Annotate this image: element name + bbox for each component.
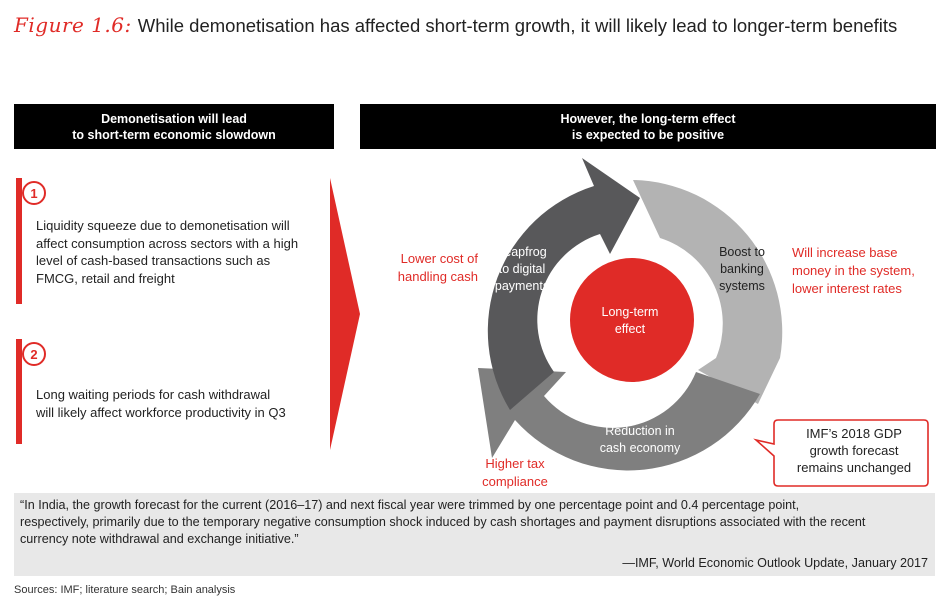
callout-bubble (753, 419, 929, 487)
item-2-number-badge: 2 (22, 342, 46, 366)
outcome-bottom: Higher tax compliance (482, 456, 548, 489)
item-1-number: 1 (30, 185, 38, 201)
segment-left-label: Leapfrog to digital payments (494, 245, 550, 293)
item-1-accent-bar (16, 178, 22, 304)
callout-text: IMF’s 2018 GDP growth forecast remains u… (796, 426, 912, 475)
left-panel-header-text: Demonetisation will lead to short-term e… (72, 111, 276, 142)
callout-shape (753, 419, 929, 487)
chevron-shape (330, 178, 360, 450)
quote-attribution: —IMF, World Economic Outlook Update, Jan… (622, 556, 928, 570)
segment-bottom-label: Reduction in cash economy (599, 424, 681, 455)
transition-chevron (330, 178, 360, 450)
cycle-diagram (478, 158, 783, 471)
left-panel-header: Demonetisation will lead to short-term e… (14, 104, 334, 149)
center-label: Long-term effect (601, 305, 659, 336)
item-2-text: Long waiting periods for cash withdrawal… (36, 387, 286, 420)
cycle-segment-bottom (478, 368, 760, 471)
quote-box (14, 493, 935, 576)
outcome-right: Will increase base money in the system, … (792, 245, 915, 296)
sources-note: Sources: IMF; literature search; Bain an… (14, 584, 236, 596)
figure-label: Figure 1.6: (14, 13, 132, 37)
item-2-number: 2 (30, 346, 38, 362)
outcome-left: Lower cost of handling cash (397, 251, 478, 284)
quote-text: “In India, the growth forecast for the c… (20, 498, 866, 546)
cycle-segment-right (633, 180, 783, 404)
cycle-segment-left (487, 158, 640, 410)
item-1-text: Liquidity squeeze due to demonetisation … (36, 218, 299, 286)
figure-title: Figure 1.6:While demonetisation has affe… (14, 14, 897, 37)
item-2-accent-bar (16, 339, 22, 444)
segment-right-label: Boost to banking systems (719, 245, 765, 293)
right-panel-header: However, the long-term effect is expecte… (360, 104, 936, 149)
figure-title-text: While demonetisation has affected short-… (137, 15, 898, 36)
center-circle (570, 258, 694, 382)
right-panel-header-text: However, the long-term effect is expecte… (560, 111, 736, 142)
item-1-number-badge: 1 (22, 181, 46, 205)
